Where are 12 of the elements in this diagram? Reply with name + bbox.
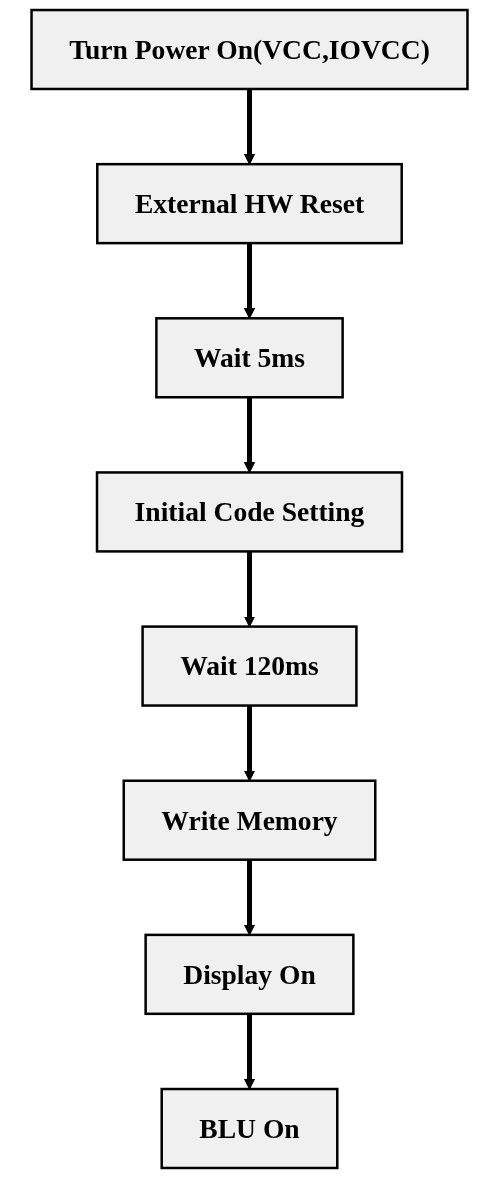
node-box: Wait 120ms — [141, 625, 358, 707]
node-box: Write Memory — [122, 779, 377, 861]
node-box: Wait 5ms — [155, 317, 344, 399]
node-box: BLU On — [160, 1087, 339, 1170]
arrow — [244, 89, 255, 165]
node-box: External HW Reset — [96, 162, 403, 245]
arrow — [244, 243, 255, 319]
node-box: Display On — [144, 933, 355, 1016]
node-box: Initial Code Setting — [95, 471, 404, 553]
arrow — [244, 397, 255, 473]
node-box: Turn Power On(VCC,IOVCC) — [30, 8, 469, 91]
arrow — [244, 1013, 255, 1090]
